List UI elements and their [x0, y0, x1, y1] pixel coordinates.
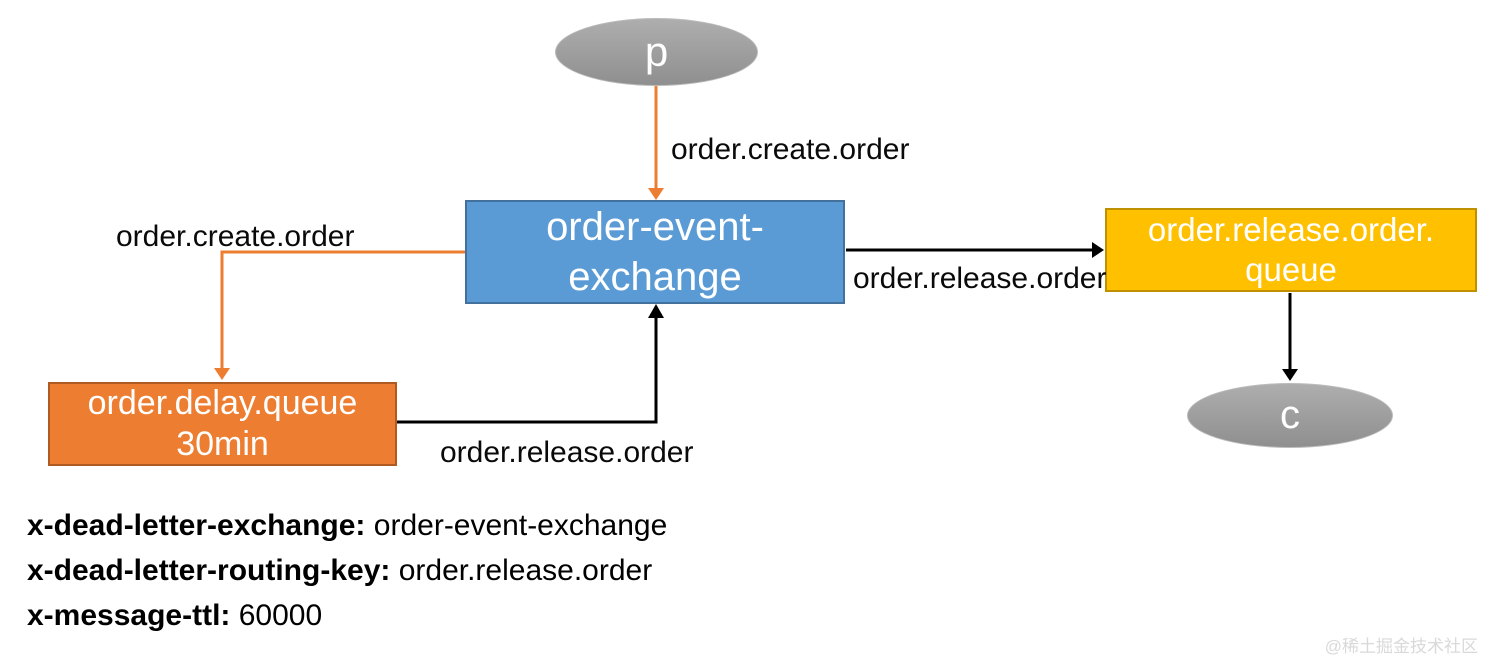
- arrowhead-exchange-to-release-queue: [1092, 242, 1104, 258]
- edge-label-exchange-to-release-queue: order.release.order: [853, 262, 1107, 295]
- property-key: x-dead-letter-exchange:: [27, 509, 366, 542]
- edge-label-delay-queue-to-exchange: order.release.order: [440, 436, 694, 469]
- property-dead-letter-routing-key: x-dead-letter-routing-key: order.release…: [27, 548, 667, 593]
- consumer-node: c: [1187, 383, 1393, 448]
- edge-label-producer-to-exchange: order.create.order: [671, 133, 910, 166]
- delay-queue-label-line1: order.delay.queue: [87, 384, 358, 422]
- arrowhead-release-queue-to-consumer: [1282, 369, 1298, 381]
- exchange-label-line1: order-event-: [546, 205, 764, 249]
- queue-properties: x-dead-letter-exchange: order-event-exch…: [27, 503, 667, 638]
- property-dead-letter-exchange: x-dead-letter-exchange: order-event-exch…: [27, 503, 667, 548]
- delay-queue-node: order.delay.queue 30min: [48, 382, 397, 466]
- edge-exchange-to-delay-queue: [220, 250, 465, 370]
- arrowhead-producer-to-exchange: [648, 188, 664, 200]
- property-value: order.release.order: [398, 554, 653, 587]
- consumer-label: c: [1280, 393, 1300, 437]
- watermark: @稀土掘金技术社区: [1324, 637, 1478, 656]
- release-queue-node: order.release.order. queue: [1105, 208, 1477, 292]
- exchange-node: order-event- exchange: [465, 200, 845, 304]
- property-message-ttl: x-message-ttl: 60000: [27, 593, 667, 638]
- producer-node: p: [555, 18, 758, 86]
- producer-label: p: [644, 28, 669, 75]
- delay-queue-label-line2: 30min: [176, 425, 269, 463]
- property-value: 60000: [238, 599, 323, 632]
- arrowhead-exchange-to-delay-queue: [214, 368, 230, 380]
- property-key: x-message-ttl:: [27, 599, 231, 632]
- property-key: x-dead-letter-routing-key:: [27, 554, 391, 587]
- edge-delay-queue-to-exchange: [397, 316, 658, 424]
- arrowhead-delay-queue-to-exchange: [648, 304, 664, 318]
- release-queue-label-line1: order.release.order.: [1147, 211, 1435, 248]
- exchange-label-line2: exchange: [568, 255, 742, 299]
- property-value: order-event-exchange: [373, 509, 668, 542]
- release-queue-label-line2: queue: [1245, 251, 1337, 288]
- edge-label-exchange-to-delay-queue: order.create.order: [116, 220, 355, 253]
